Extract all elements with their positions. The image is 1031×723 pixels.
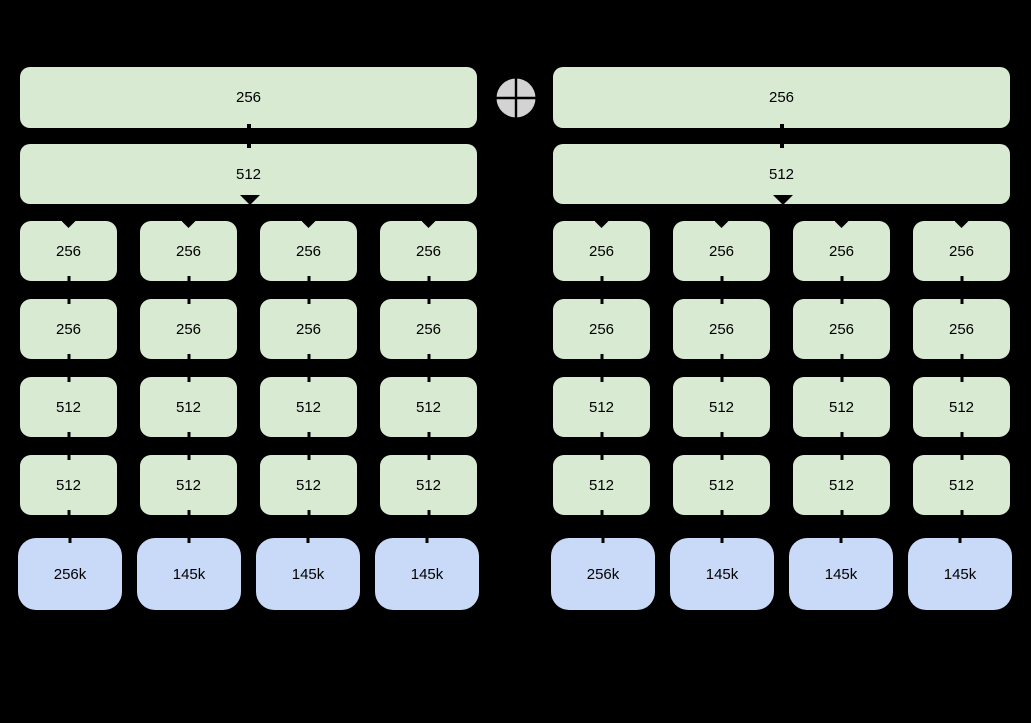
param-count-box: 145k: [375, 538, 479, 610]
merge-layer-box: 256: [553, 67, 1010, 128]
stack-box: 256: [913, 299, 1010, 359]
stack-box: 512: [380, 455, 477, 515]
stack-box: 512: [793, 455, 890, 515]
stack-box: 256: [553, 299, 650, 359]
param-count-box: 145k: [789, 538, 893, 610]
stack-box: 512: [20, 455, 117, 515]
branch-left: 256 512 256 256 256 256 256 256 256 256 …: [18, 0, 479, 723]
stack-box: 256: [673, 221, 770, 281]
stack-box: 256: [793, 299, 890, 359]
stack-box: 512: [793, 377, 890, 437]
stack-box: 256: [913, 221, 1010, 281]
merge-layer-box: 256: [20, 67, 477, 128]
stack-box: 256: [260, 299, 357, 359]
grid-row: 256 256 256 256: [553, 299, 1010, 359]
stack-box: 512: [673, 455, 770, 515]
param-count-box: 145k: [137, 538, 241, 610]
dense-layer-box: 512: [20, 144, 477, 204]
stack-box: 256: [793, 221, 890, 281]
stack-box: 512: [673, 377, 770, 437]
stack-box: 512: [553, 377, 650, 437]
stack-box: 256: [20, 221, 117, 281]
stack-box: 512: [260, 455, 357, 515]
grid-row: 512 512 512 512: [553, 455, 1010, 515]
stack-box: 256: [140, 299, 237, 359]
stack-box: 512: [380, 377, 477, 437]
stack-box: 256: [140, 221, 237, 281]
param-count-box: 145k: [670, 538, 774, 610]
stack-box: 256: [20, 299, 117, 359]
arrowhead-notch: [240, 195, 260, 205]
stack-box: 512: [553, 455, 650, 515]
stack-box: 512: [913, 455, 1010, 515]
stack-box: 512: [140, 377, 237, 437]
grid-row: 512 512 512 512: [20, 377, 477, 437]
stack-box: 256: [260, 221, 357, 281]
param-count-box: 256k: [551, 538, 655, 610]
grid-row: 256 256 256 256: [20, 299, 477, 359]
stack-box: 512: [20, 377, 117, 437]
param-row: 256k 145k 145k 145k: [551, 538, 1012, 610]
param-count-box: 256k: [18, 538, 122, 610]
param-count-box: 145k: [256, 538, 360, 610]
grid-row: 512 512 512 512: [20, 455, 477, 515]
stack-box: 256: [673, 299, 770, 359]
param-row: 256k 145k 145k 145k: [18, 538, 479, 610]
grid-row: 512 512 512 512: [553, 377, 1010, 437]
circled-plus-icon: [496, 78, 536, 118]
grid-row: 256 256 256 256: [553, 221, 1010, 281]
branch-right: 256 512 256 256 256 256 256 256 256 256 …: [551, 0, 1012, 723]
stack-box: 512: [260, 377, 357, 437]
stack-box: 256: [380, 221, 477, 281]
stack-box: 512: [913, 377, 1010, 437]
grid-row: 256 256 256 256: [20, 221, 477, 281]
stack-box: 256: [380, 299, 477, 359]
param-count-box: 145k: [908, 538, 1012, 610]
dense-layer-box: 512: [553, 144, 1010, 204]
arrowhead-notch: [773, 195, 793, 205]
stack-box: 512: [140, 455, 237, 515]
stack-box: 256: [553, 221, 650, 281]
